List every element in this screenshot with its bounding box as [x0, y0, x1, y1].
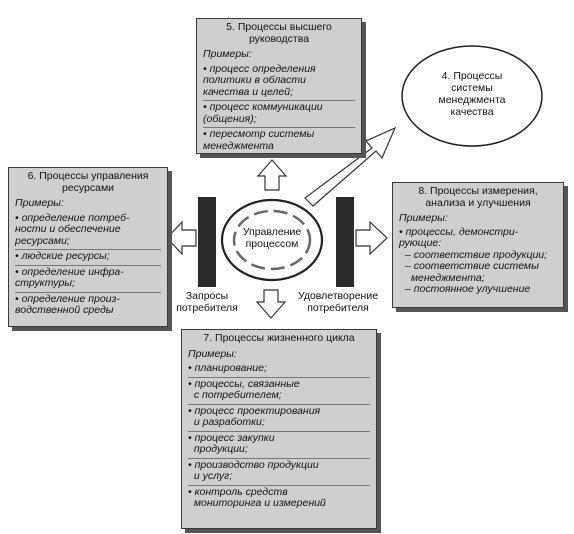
- box6-examples-list: • определение потреб-ности и обеспечение…: [15, 212, 161, 319]
- list-item: – соответствие продукции;: [405, 248, 548, 261]
- list-item: – соответствие системы менеджмента;: [405, 260, 539, 284]
- list-item: • людские ресурсы;: [15, 250, 161, 266]
- measurement-analysis-improvement-box: 8. Процессы измерения, анализа и улучшен…: [392, 182, 564, 308]
- list-item: – постоянное улучшение: [405, 283, 531, 295]
- process-management-label: Управление процессом: [242, 226, 302, 250]
- life-cycle-processes-box: 7. Процессы жизненного цикла Примеры: • …: [181, 329, 377, 529]
- box7-examples-label: Примеры:: [188, 347, 237, 360]
- arrow-left: [166, 220, 197, 256]
- box6-examples-label: Примеры:: [15, 197, 64, 209]
- list-item: • определение потреб-ности и обеспечение…: [15, 212, 161, 250]
- list-item: • контроль средств мониторинга и измерен…: [188, 485, 326, 509]
- box7-examples-list: • планирование; • процессы, связанные с …: [188, 362, 370, 512]
- input-bar-left: [198, 197, 216, 287]
- list-item: • процесс проектирования и разработки;: [188, 405, 370, 432]
- box5-examples-label: Примеры:: [203, 48, 252, 60]
- box5-title: 5. Процессы высшего руководства: [226, 21, 332, 45]
- top-management-processes-box: 5. Процессы высшего руководства Примеры:…: [196, 18, 362, 154]
- box7-title: 7. Процессы жизненного цикла: [203, 332, 355, 344]
- process-management-ellipse: [220, 198, 324, 282]
- process-cycle-ring: [232, 209, 312, 271]
- list-item: • планирование;: [188, 362, 370, 378]
- list-item: • определение инфра-структуры;: [15, 266, 161, 293]
- box8-examples-list: • процессы, демонстри-рующие: – соответс…: [399, 225, 557, 296]
- quality-system-oval: [401, 45, 543, 147]
- arrow-to-quality-system: [304, 126, 397, 207]
- list-item: • определение произ-водственной среды: [15, 292, 120, 316]
- quality-system-label: 4. Процессы системы менеджмента качества: [438, 70, 506, 118]
- list-item: • процессы, демонстри-рующие:: [399, 225, 519, 249]
- list-item: • процесс закупки продукции;: [188, 432, 370, 459]
- arrow-up: [256, 159, 288, 191]
- list-item: • производство продукции и услуг;: [188, 459, 370, 486]
- customer-requests-label: Запросы потребителя: [176, 290, 238, 314]
- output-bar-right: [336, 197, 354, 287]
- arrow-right: [355, 220, 388, 256]
- arrow-down: [255, 289, 287, 319]
- resource-management-processes-box: 6. Процессы управления ресурсами Примеры…: [8, 167, 168, 327]
- box8-title: 8. Процессы измерения, анализа и улучшен…: [418, 185, 538, 209]
- box6-title: 6. Процессы управления ресурсами: [27, 170, 149, 194]
- box8-examples-label: Примеры:: [399, 212, 448, 224]
- list-item: • процесс коммуникации(общения);: [203, 101, 355, 128]
- list-item: • процессы, связанные с потребителем;: [188, 378, 370, 405]
- customer-satisfaction-label: Удовлетворение потребителя: [297, 290, 379, 314]
